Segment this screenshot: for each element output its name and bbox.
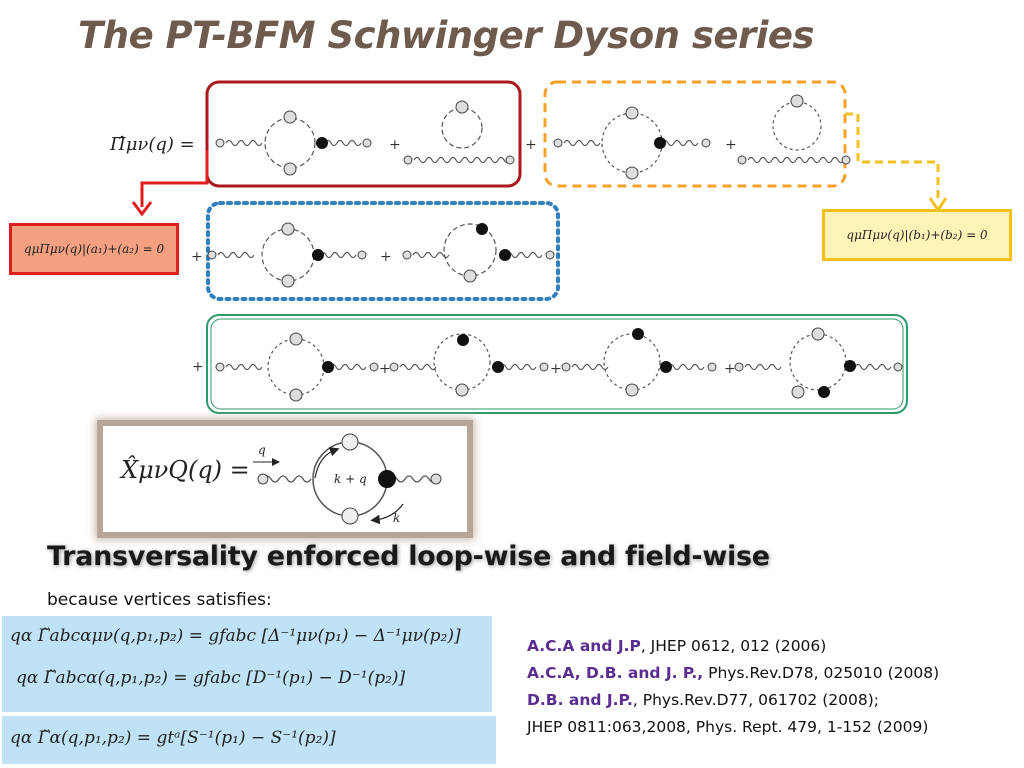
momentum-k-label: k xyxy=(393,511,400,525)
reference-authors: A.C.A and J.P xyxy=(527,637,641,655)
transversality-heading: Transversality enforced loop-wise and fi… xyxy=(47,541,770,572)
references: A.C.A and J.P, JHEP 0612, 012 (2006) A.C… xyxy=(527,633,939,741)
frame-a3-a4 xyxy=(206,201,560,301)
reference-citation: , Phys.Rev.D77, 061702 (2008); xyxy=(632,691,879,709)
reference-item: JHEP 0811:063,2008, Phys. Rept. 479, 1-1… xyxy=(527,714,939,741)
ward-identity-ghost: qα Γ̃abcα(q,p₁,p₂) = gfabc [D⁻¹(p₁) − D⁻… xyxy=(16,668,406,688)
plus-sign: + xyxy=(191,249,203,265)
xq-diagram: X̂μνQ(q) = q k + q k xyxy=(103,426,467,532)
condition-box-a1-a2: qμΠμν(q)|(a₁)+(a₂) = 0 xyxy=(9,223,179,275)
momentum-kq-label: k + q xyxy=(334,472,367,486)
red-connector xyxy=(140,150,209,207)
equation-box-lower: qα Γ̃α(q,p₁,p₂) = gtᵃ[S⁻¹(p₁) − S⁻¹(p₂)] xyxy=(2,716,496,764)
plus-sign: + xyxy=(389,137,401,153)
plus-sign: + xyxy=(725,137,737,153)
reference-item: D.B. and J.P., Phys.Rev.D77, 061702 (200… xyxy=(527,687,939,714)
equation-box-upper: qα Γ̃abcαμν(q,p₁,p₂) = gfabc [Δ⁻¹μν(p₁) … xyxy=(2,616,492,712)
ward-identity-quark: qα Γ̃α(q,p₁,p₂) = gtᵃ[S⁻¹(p₁) − S⁻¹(p₂)] xyxy=(10,728,336,748)
feynman-diagram-series: Π̂μν(q) = + + + + + + + + + xyxy=(109,80,948,414)
frame-b3-b6-outer xyxy=(206,314,908,414)
condition-formula: qμΠμν(q)|(a₁)+(a₂) = 0 xyxy=(23,242,165,256)
condition-box-b1-b2: qμΠμν(q)|(b₁)+(b₂) = 0 xyxy=(822,209,1012,261)
momentum-q-label: q xyxy=(258,443,266,457)
reference-citation: , JHEP 0612, 012 (2006) xyxy=(640,637,827,655)
red-arrow-icon xyxy=(131,201,153,217)
plus-sign: + xyxy=(379,361,391,377)
plus-sign: + xyxy=(380,249,392,265)
ward-identity-gluon: qα Γ̃abcαμν(q,p₁,p₂) = gfabc [Δ⁻¹μν(p₁) … xyxy=(10,626,461,646)
slide-title: The PT-BFM Schwinger Dyson series xyxy=(78,14,815,57)
frame-b3-b6-inner xyxy=(210,318,904,410)
xq-loop-diagram: q k + q k xyxy=(253,433,442,525)
frame-b1-b2 xyxy=(543,80,847,188)
reference-item: A.C.A, D.B. and J. P., Phys.Rev.D78, 025… xyxy=(527,660,939,687)
frame-a1-a2 xyxy=(205,80,522,188)
condition-formula: qμΠμν(q)|(b₁)+(b₂) = 0 xyxy=(846,228,988,242)
plus-sign: + xyxy=(550,361,562,377)
plus-sign: + xyxy=(724,361,736,377)
xq-formula: X̂μνQ(q) = xyxy=(121,456,250,484)
reference-authors: A.C.A, D.B. and J. P., xyxy=(527,664,704,682)
plus-sign: + xyxy=(525,137,537,153)
reference-item: A.C.A and J.P, JHEP 0612, 012 (2006) xyxy=(527,633,939,660)
yellow-connector xyxy=(845,112,940,203)
reference-citation: Phys.Rev.D78, 025010 (2008) xyxy=(703,664,940,682)
plus-sign: + xyxy=(192,359,204,375)
lhs-formula: Π̂μν(q) = xyxy=(109,134,195,155)
reference-authors: D.B. and J.P. xyxy=(527,691,633,709)
vertices-subheading: because vertices satisfies: xyxy=(47,590,272,610)
reference-citation: JHEP 0811:063,2008, Phys. Rept. 479, 1-1… xyxy=(527,718,929,736)
